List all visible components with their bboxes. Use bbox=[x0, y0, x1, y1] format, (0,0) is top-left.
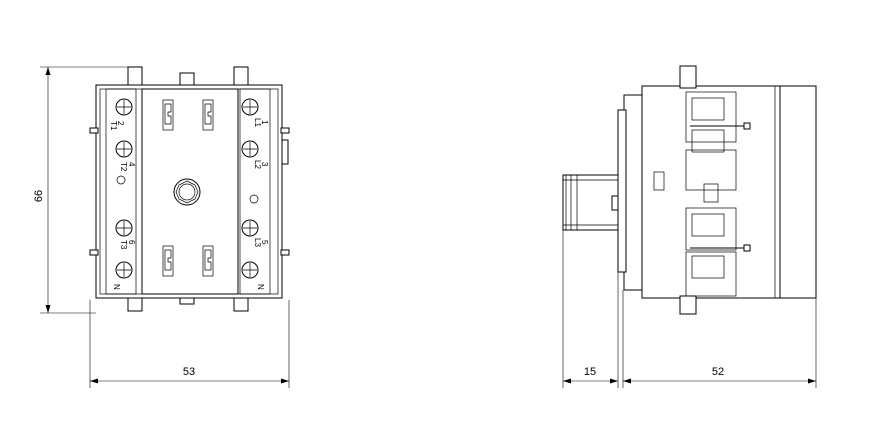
top-tab-left bbox=[127, 66, 143, 88]
label-L1: L1 bbox=[253, 118, 262, 127]
side-screws bbox=[690, 122, 751, 252]
label-4: 4 bbox=[127, 162, 136, 167]
terminal-screws-right bbox=[241, 98, 259, 279]
label-T2: T2 bbox=[119, 162, 128, 172]
label-5: 5 bbox=[260, 240, 269, 245]
label-L3: L3 bbox=[253, 238, 262, 247]
terminal-labels-left: 2 T1 4 T2 6 T3 N bbox=[109, 121, 136, 290]
mounting-flange bbox=[617, 109, 627, 273]
side-body bbox=[641, 85, 781, 299]
side-lug bbox=[281, 139, 289, 165]
mounting-plate bbox=[623, 94, 645, 291]
dimension-label-depth: 52 bbox=[712, 366, 724, 378]
label-6: 6 bbox=[127, 240, 136, 245]
side-clip bbox=[280, 249, 290, 256]
terminal-screws-left bbox=[115, 98, 133, 279]
label-L2: L2 bbox=[253, 160, 262, 169]
label-1: 1 bbox=[260, 120, 269, 125]
contact-slots-top bbox=[162, 99, 214, 131]
label-2: 2 bbox=[116, 121, 125, 126]
contact-modules bbox=[653, 91, 737, 297]
front-view: 2 T1 4 T2 6 T3 N 1 L1 3 L2 5 L3 N bbox=[89, 66, 290, 312]
indicator-hole bbox=[249, 194, 259, 204]
side-top-tab bbox=[679, 65, 697, 89]
top-tab-right bbox=[233, 66, 249, 88]
side-clip bbox=[89, 127, 99, 134]
dimension-label-shaft: 15 bbox=[584, 366, 596, 378]
side-bottom-tab bbox=[679, 295, 697, 315]
label-3: 3 bbox=[260, 162, 269, 167]
dimension-height: 66 bbox=[33, 66, 128, 314]
side-back bbox=[779, 85, 817, 299]
dimension-depth: 52 bbox=[622, 290, 817, 388]
dimension-shaft: 15 bbox=[562, 230, 619, 388]
dimension-width-front: 53 bbox=[89, 300, 290, 388]
label-T1: T1 bbox=[109, 121, 118, 131]
terminal-labels-right: 1 L1 3 L2 5 L3 N bbox=[253, 118, 269, 290]
left-terminal-column bbox=[105, 88, 137, 295]
dimension-label-width: 53 bbox=[183, 366, 195, 378]
side-clip bbox=[89, 249, 99, 256]
spindle-icon bbox=[173, 178, 201, 206]
right-terminal-column bbox=[239, 88, 271, 295]
contact-slots-bottom bbox=[162, 245, 214, 277]
label-N-right: N bbox=[256, 284, 265, 290]
center-plate bbox=[141, 88, 239, 295]
label-T3: T3 bbox=[119, 240, 128, 250]
dimension-label-height: 66 bbox=[33, 190, 45, 202]
side-view bbox=[562, 65, 817, 315]
side-clip bbox=[280, 127, 290, 134]
flange-stub bbox=[611, 195, 619, 211]
label-N-left: N bbox=[112, 284, 121, 290]
